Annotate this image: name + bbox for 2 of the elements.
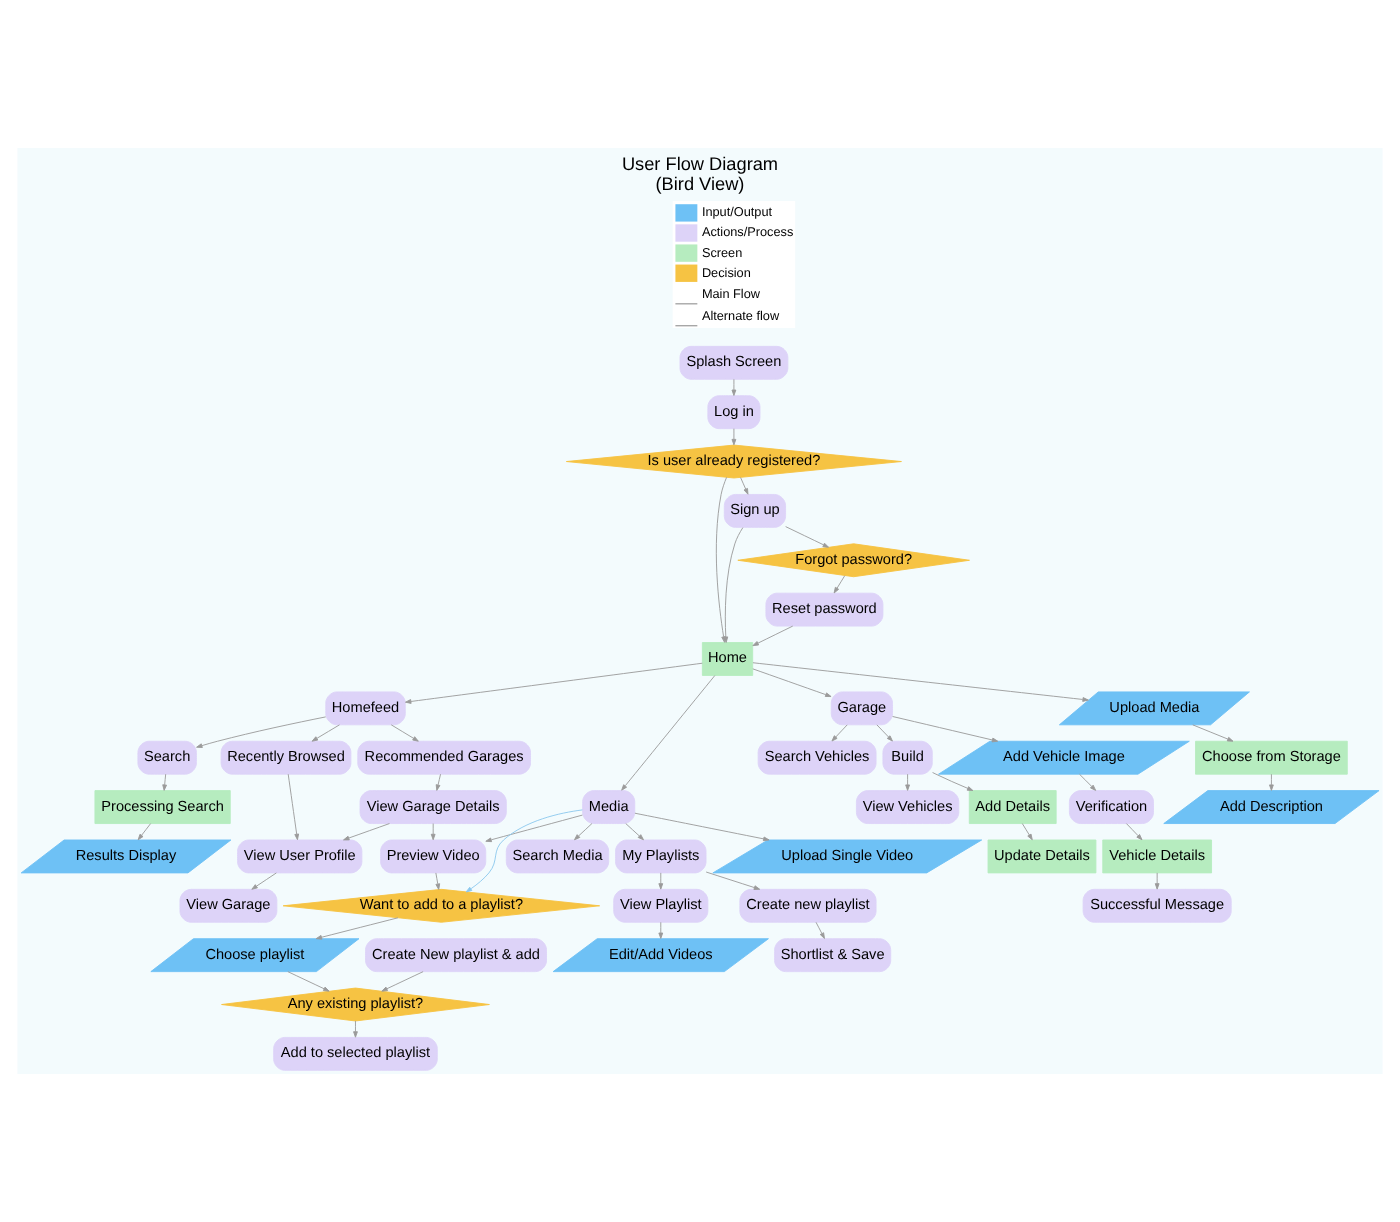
diagram-title: User Flow Diagram xyxy=(621,153,779,174)
caption: (Bird View) xyxy=(655,174,745,195)
